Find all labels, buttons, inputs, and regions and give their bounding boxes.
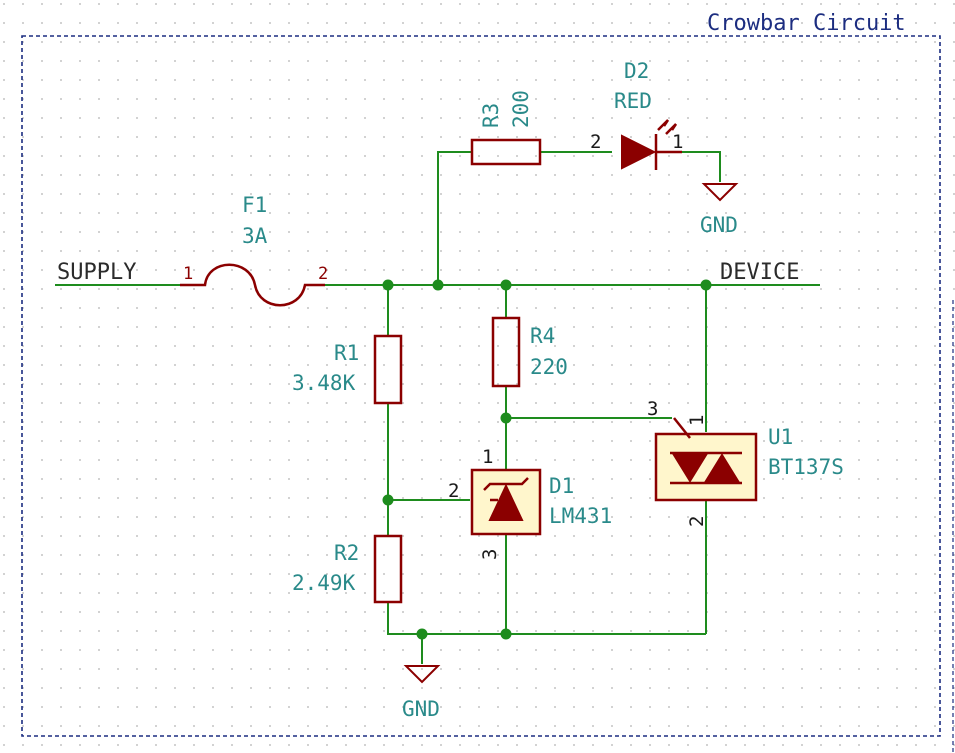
U1-reference: U1 xyxy=(768,425,793,449)
fuse-F1[interactable]: 1 2 F1 3A xyxy=(180,193,328,307)
U1-value: BT137S xyxy=(768,455,844,479)
led-D2[interactable]: 2 1 D2 RED xyxy=(590,59,683,170)
F1-pin-2: 2 xyxy=(318,264,328,284)
U1-pin-1: 1 xyxy=(686,415,708,426)
triac-U1[interactable]: 3 1 2 U1 BT137S xyxy=(647,398,844,527)
ground-symbol-top: GND xyxy=(700,183,739,237)
net-label-device: DEVICE xyxy=(720,260,799,285)
R3-value: 200 xyxy=(509,90,533,128)
ground-symbol-bottom: GND xyxy=(402,665,441,721)
D1-value: LM431 xyxy=(549,504,612,528)
shunt-regulator-D1[interactable]: 1 2 3 D1 LM431 xyxy=(448,446,612,560)
R4-reference: R4 xyxy=(530,324,555,348)
D1-reference: D1 xyxy=(549,474,574,498)
resistor-R3[interactable]: R3 200 xyxy=(470,90,542,166)
resistor-R1[interactable]: R1 3.48K xyxy=(292,334,403,405)
D2-reference: D2 xyxy=(624,59,649,83)
D1-pin-1: 1 xyxy=(482,446,493,468)
wires xyxy=(55,151,820,664)
junctions xyxy=(382,279,712,640)
R1-reference: R1 xyxy=(334,341,359,365)
F1-reference: F1 xyxy=(242,193,267,217)
U1-pin-3: 3 xyxy=(647,398,658,420)
F1-pin-1: 1 xyxy=(183,264,193,284)
R4-value: 220 xyxy=(530,355,568,379)
R1-value: 3.48K xyxy=(292,371,356,395)
D2-pin-1: 1 xyxy=(672,131,683,153)
D1-pin-3: 3 xyxy=(479,549,501,560)
resistor-R2[interactable]: R2 2.49K xyxy=(292,534,403,604)
resistor-R4[interactable]: R4 220 xyxy=(491,316,568,388)
R2-reference: R2 xyxy=(334,541,359,565)
R3-reference: R3 xyxy=(479,103,503,128)
sheet-frame xyxy=(21,35,941,737)
net-label-supply: SUPPLY xyxy=(57,260,136,285)
D2-pin-2: 2 xyxy=(590,131,601,153)
D2-value: RED xyxy=(614,89,652,113)
gnd-label-top: GND xyxy=(700,213,738,237)
gnd-label-bottom: GND xyxy=(402,697,440,721)
U1-pin-2: 2 xyxy=(686,516,708,527)
R2-value: 2.49K xyxy=(292,571,356,595)
F1-value: 3A xyxy=(242,224,268,248)
D1-pin-2: 2 xyxy=(448,480,459,502)
sheet-title: Crowbar Circuit xyxy=(707,11,906,36)
